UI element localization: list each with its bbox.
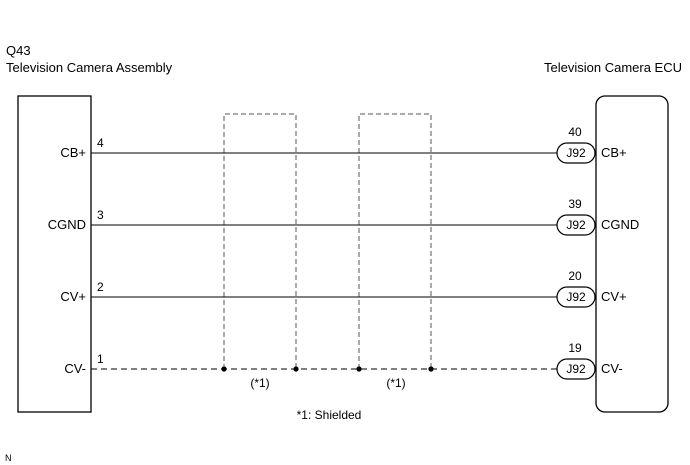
connector-code: J92 <box>566 290 586 304</box>
shield-junction-dot <box>293 366 299 372</box>
connector-code: J92 <box>566 362 586 376</box>
wire-row: CV+ 2 20 J92 CV+ <box>60 269 627 308</box>
connector-badge <box>556 286 596 308</box>
connector-badge <box>556 358 596 380</box>
left-pin-label: CV+ <box>60 289 86 304</box>
right-pin-number: 20 <box>568 269 582 283</box>
shield-outline-1 <box>223 113 297 369</box>
right-pin-number: 40 <box>568 125 582 139</box>
right-pin-number: 19 <box>568 341 582 355</box>
shield-junction-dot <box>428 366 434 372</box>
left-component-box <box>17 95 92 413</box>
wire-row: CV- 1 19 J92 CV- <box>64 341 623 380</box>
left-pin-label: CV- <box>64 361 86 376</box>
connector-code: J92 <box>566 218 586 232</box>
left-pin-number: 2 <box>97 280 104 294</box>
shield-outline-2 <box>358 113 432 369</box>
wire-row: CGND 3 39 J92 CGND <box>48 197 639 236</box>
connector-badge <box>556 214 596 236</box>
corner-label: N <box>5 453 12 463</box>
shield-junction-dot <box>221 366 227 372</box>
right-component-box <box>595 95 669 413</box>
right-pin-label: CGND <box>601 217 639 232</box>
wire-row: CB+ 4 40 J92 CB+ <box>60 125 627 164</box>
connector-badge <box>556 142 596 164</box>
left-component-name: Television Camera Assembly <box>6 60 173 75</box>
right-pin-label: CB+ <box>601 145 627 160</box>
shield-marker: (*1) <box>250 376 269 390</box>
right-pin-label: CV- <box>601 361 623 376</box>
connector-code: J92 <box>566 146 586 160</box>
right-component-name: Television Camera ECU <box>544 60 682 75</box>
right-pin-label: CV+ <box>601 289 627 304</box>
left-pin-label: CGND <box>48 217 86 232</box>
right-pin-number: 39 <box>568 197 582 211</box>
left-pin-number: 1 <box>97 352 104 366</box>
shield-junction-dot <box>356 366 362 372</box>
left-pin-number: 4 <box>97 136 104 150</box>
shield-note: *1: Shielded <box>297 408 362 422</box>
left-pin-number: 3 <box>97 208 104 222</box>
left-component-code: Q43 <box>6 43 31 58</box>
left-pin-label: CB+ <box>60 145 86 160</box>
shield-marker: (*1) <box>386 376 405 390</box>
